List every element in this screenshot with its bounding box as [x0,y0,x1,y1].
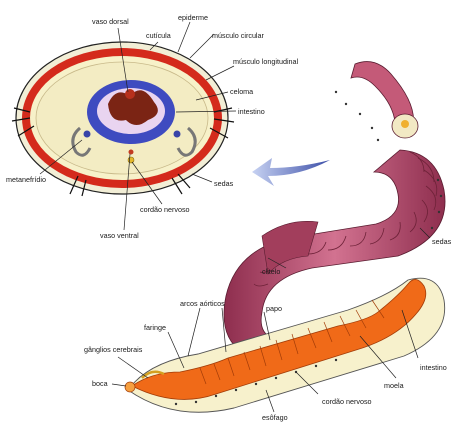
label-sedas-corpo: sedas [432,237,452,246]
label-moela: moela [384,381,404,390]
label-cordao-nervoso-corpo: cordão nervoso [322,397,372,406]
label-intestino-corpo: intestino [420,363,447,372]
label-metanefridio: metanefrídio [6,175,46,184]
label-clitelo: clitelo [262,267,280,276]
nephridium-funnel-right [174,131,181,138]
label-musculo-longitudinal: músculo longitudinal [233,57,299,66]
label-sedas-corte: sedas [214,179,234,188]
label-esofago: esôfago [262,413,288,422]
label-musculo-circular: músculo circular [212,31,265,40]
label-boca: boca [92,379,108,388]
label-cuticula: cutícula [146,31,171,40]
nephridium-funnel-left [84,131,91,138]
dorsal-vessel [125,89,135,99]
worm-cut-intestine [401,120,409,128]
mouth [125,382,135,392]
section-arrow [252,158,330,186]
label-papo: papo [266,304,282,313]
label-faringe: faringe [144,323,166,332]
ventral-nerve-cord [128,157,134,163]
label-ganglios-cerebrais-line: gânglios cerebrais [84,345,143,354]
ventral-vessel [129,150,134,155]
label-celoma: celoma [230,87,253,96]
label-epiderme: epiderme [178,13,208,22]
label-arcos-aorticos: arcos aórticos [180,299,225,308]
label-vaso-ventral: vaso ventral [100,231,139,240]
label-cordao-nervoso-corte: cordão nervoso [140,205,190,214]
label-ganglios-cerebrais: gânglios cerebrais [84,345,143,354]
label-intestino-corte: intestino [238,107,265,116]
cross-section [12,42,234,196]
label-vaso-dorsal: vaso dorsal [92,17,129,26]
